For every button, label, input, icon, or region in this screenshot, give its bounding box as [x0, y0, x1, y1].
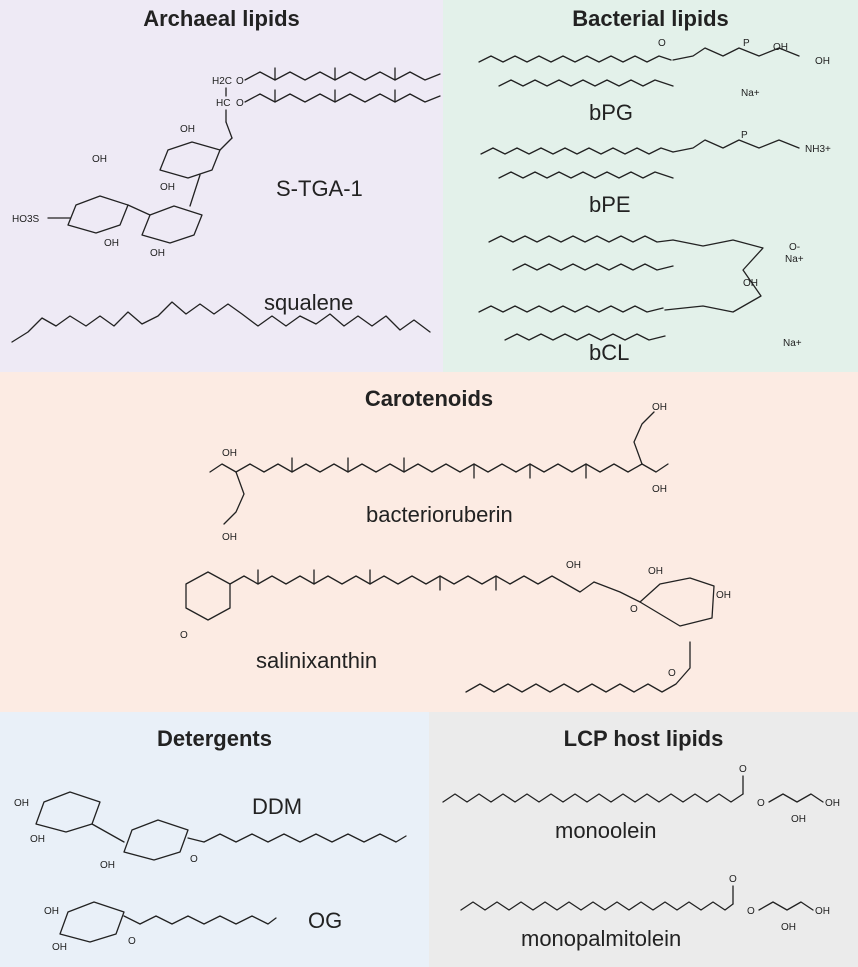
salinixanthin-acyl-chain	[465, 641, 691, 693]
bacterial-lipids-panel: Bacterial lipids O P OH OH Na+ P NH3+ O-…	[443, 0, 858, 372]
monoolein-carbonyl-o: O	[739, 764, 747, 775]
salinixanthin-o-ester: O	[668, 668, 676, 679]
bcl-chain-4	[504, 333, 666, 341]
og-oh-2: OH	[52, 942, 67, 953]
salinixanthin-o-keto: O	[180, 630, 188, 641]
bcl-o-minus-1: O-	[789, 242, 800, 253]
ddm-oh-3: OH	[100, 860, 115, 871]
salinixanthin-oh-2: OH	[648, 566, 663, 577]
bpg-chain-1	[478, 55, 672, 63]
monoolein-oh-2: OH	[791, 814, 806, 825]
carotenoids-panel: Carotenoids OH OH OH OH O OH OH OH O	[0, 372, 858, 712]
og-label: OG	[308, 908, 343, 933]
salinixanthin-sugar	[639, 577, 715, 627]
squalene-structure	[11, 301, 431, 343]
bacterioruberin-label: bacterioruberin	[366, 502, 513, 527]
lcp-host-lipids-title: LCP host lipids	[563, 726, 724, 751]
bpe-p: P	[741, 130, 748, 141]
bpe-label: bPE	[589, 192, 631, 217]
carotenoids-title: Carotenoids	[364, 386, 494, 411]
bacterial-structures: O P OH OH Na+ P NH3+ O- Na+ Na+ OH	[478, 38, 831, 349]
salinixanthin-o-glyc: O	[630, 604, 638, 615]
bcl-chain-1	[488, 235, 674, 243]
bpe-chain-2	[498, 171, 674, 179]
monoolein-chain	[442, 793, 744, 803]
archaeal-lipids-panel: Archaeal lipids H2C HC O O OH OH OH OH O…	[0, 0, 443, 372]
lcp-host-lipids-panel: LCP host lipids O O OH OH O O OH OH mono…	[429, 712, 858, 967]
bpe-chain-1	[480, 147, 674, 155]
bcl-oh: OH	[743, 278, 758, 289]
ether-o-2: O	[236, 98, 244, 109]
oh-label-1: OH	[180, 124, 195, 135]
h2c-label: H2C	[212, 76, 232, 87]
ddm-label: DDM	[252, 794, 303, 819]
monopalmitolein-chain	[460, 901, 734, 911]
salinixanthin-oh-3: OH	[716, 590, 731, 601]
salinixanthin-oh-1: OH	[566, 560, 581, 571]
bcl-chain-3	[478, 305, 664, 313]
ddm-chain	[203, 833, 407, 843]
monopalmitolein-oh-1: OH	[815, 906, 830, 917]
monopalmitolein-ester-o: O	[747, 906, 755, 917]
bcl-na-1: Na+	[785, 254, 804, 265]
monoolein-ester-o: O	[757, 798, 765, 809]
ether-o-1: O	[236, 76, 244, 87]
monopalmitolein-carbonyl-o: O	[729, 874, 737, 885]
og-oh-1: OH	[44, 906, 59, 917]
sugar-ring-3	[67, 195, 129, 234]
bpg-o: O	[658, 38, 666, 49]
bacterioruberin-oh-2: OH	[222, 532, 237, 543]
bcl-label: bCL	[589, 340, 630, 365]
bpe-nh3: NH3+	[805, 144, 831, 155]
oh-label-2: OH	[160, 182, 175, 193]
oh-label-5: OH	[104, 238, 119, 249]
bpg-chain-2	[498, 79, 674, 87]
bacterioruberin-oh-1: OH	[222, 448, 237, 459]
monopalmitolein-oh-2: OH	[781, 922, 796, 933]
bacterial-lipids-title: Bacterial lipids	[572, 6, 729, 31]
ddm-ring-2	[123, 819, 189, 861]
archaeal-structures: H2C HC O O OH OH OH OH OH HO3S	[11, 67, 441, 343]
lcp-structures: O O OH OH O O OH OH	[442, 764, 840, 933]
sugar-ring-1	[159, 141, 221, 179]
ddm-o-glyc: O	[190, 854, 198, 865]
detergents-title: Detergents	[157, 726, 272, 751]
detergents-panel: Detergents OH OH OH O OH OH O DDM OG	[0, 712, 429, 967]
s-tga1-chain-upper	[244, 71, 441, 81]
bpg-oh-1: OH	[773, 42, 788, 53]
og-chain	[139, 915, 277, 925]
bpg-na: Na+	[741, 88, 760, 99]
bacterioruberin-oh-4: OH	[652, 402, 667, 413]
carotenoid-structures: OH OH OH OH O OH OH OH O O	[180, 402, 731, 693]
salinixanthin-backbone	[229, 575, 595, 593]
ddm-oh-1: OH	[14, 798, 29, 809]
squalene-label: squalene	[264, 290, 354, 315]
bacterioruberin-backbone	[235, 463, 643, 473]
oh-label-4: OH	[92, 154, 107, 165]
og-o-glyc: O	[128, 936, 136, 947]
bpg-label: bPG	[589, 100, 634, 125]
og-ring	[59, 901, 125, 943]
s-tga1-chain-lower	[244, 93, 441, 103]
bpg-oh-2: OH	[815, 56, 830, 67]
bcl-na-2: Na+	[783, 338, 802, 349]
bpg-p: P	[743, 38, 750, 49]
s-tga1-label: S-TGA-1	[276, 176, 363, 201]
hc-label: HC	[216, 98, 230, 109]
salinixanthin-ring	[185, 571, 231, 621]
salinixanthin-label: salinixanthin	[256, 648, 378, 673]
ddm-oh-2: OH	[30, 834, 45, 845]
bcl-chain-2	[512, 263, 674, 271]
monoolein-label: monoolein	[555, 818, 657, 843]
bacterioruberin-oh-3: OH	[652, 484, 667, 495]
sugar-ring-2	[141, 205, 203, 244]
oh-label-3: OH	[150, 248, 165, 259]
archaeal-lipids-title: Archaeal lipids	[143, 6, 300, 31]
ddm-ring-1	[35, 791, 101, 833]
monoolein-oh-1: OH	[825, 798, 840, 809]
sulfonate-label: HO3S	[12, 214, 40, 225]
detergent-structures: OH OH OH O OH OH O	[14, 791, 407, 953]
monopalmitolein-label: monopalmitolein	[521, 926, 682, 951]
